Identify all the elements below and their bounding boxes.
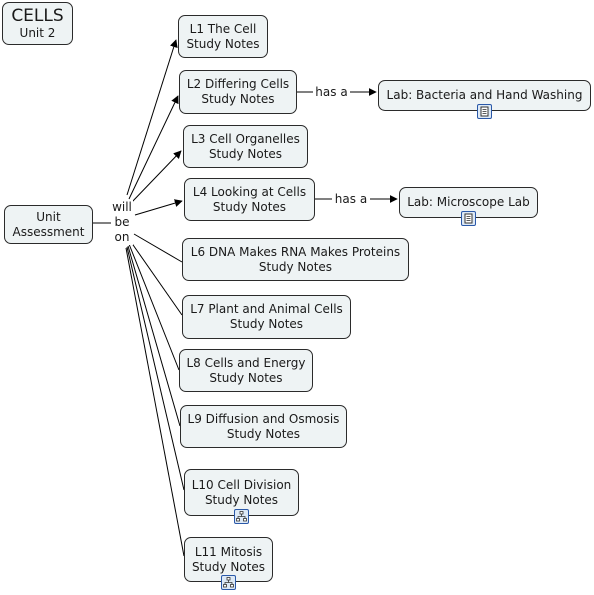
title-node[interactable]: CELLS Unit 2 <box>2 2 73 45</box>
concept-map-icon[interactable] <box>234 509 249 524</box>
lesson-node-l6[interactable]: L6 DNA Makes RNA Makes Proteins Study No… <box>182 238 409 281</box>
will-be-on-label: will be on <box>111 200 133 245</box>
unit-assessment-node[interactable]: Unit Assessment <box>4 205 93 244</box>
has-a-label-lab2: has a <box>332 192 370 207</box>
lesson-label: L3 Cell Organelles Study Notes <box>191 131 300 161</box>
edge-l4 <box>134 199 183 216</box>
lab-label: Lab: Microscope Lab <box>407 195 530 209</box>
lesson-node-l1[interactable]: L1 The Cell Study Notes <box>178 15 268 58</box>
lesson-label: L8 Cells and Energy Study Notes <box>186 355 306 385</box>
title-main: CELLS <box>11 6 64 26</box>
lesson-node-l9[interactable]: L9 Diffusion and Osmosis Study Notes <box>180 405 347 448</box>
lesson-node-l4[interactable]: L4 Looking at Cells Study Notes <box>184 178 315 221</box>
lesson-label: L10 Cell Division Study Notes <box>191 477 292 507</box>
lesson-node-l7[interactable]: L7 Plant and Animal Cells Study Notes <box>182 295 351 339</box>
edge-l8 <box>128 243 180 371</box>
lesson-node-l11[interactable]: L11 Mitosis Study Notes <box>184 537 273 582</box>
lesson-node-l10[interactable]: L10 Cell Division Study Notes <box>184 469 299 516</box>
edge-l10 <box>126 246 185 491</box>
lab-node-microscope[interactable]: Lab: Microscope Lab <box>399 187 538 218</box>
edge-l3 <box>130 150 182 204</box>
lesson-node-l3[interactable]: L3 Cell Organelles Study Notes <box>183 125 308 168</box>
lesson-label: L4 Looking at Cells Study Notes <box>192 184 307 214</box>
has-a-label-lab1: has a <box>313 85 350 100</box>
lesson-label: L11 Mitosis Study Notes <box>191 544 266 574</box>
title-sub: Unit 2 <box>19 26 56 40</box>
edge-l6 <box>133 233 183 263</box>
unit-assessment-label: Unit Assessment <box>12 209 85 239</box>
concept-map-icon[interactable] <box>221 575 236 590</box>
lesson-node-l2[interactable]: L2 Differing Cells Study Notes <box>179 70 297 114</box>
edge-l2 <box>128 95 179 200</box>
edge-l7 <box>130 241 183 316</box>
edge-l1 <box>126 39 178 196</box>
lab-node-bacteria[interactable]: Lab: Bacteria and Hand Washing <box>378 80 591 111</box>
lesson-label: L1 The Cell Study Notes <box>186 21 260 51</box>
lesson-label: L9 Diffusion and Osmosis Study Notes <box>187 411 340 441</box>
edge-l11 <box>125 247 185 557</box>
lesson-label: L6 DNA Makes RNA Makes Proteins Study No… <box>190 244 401 274</box>
lab-label: Lab: Bacteria and Hand Washing <box>386 88 583 102</box>
lesson-label: L7 Plant and Animal Cells Study Notes <box>190 302 343 331</box>
lesson-node-l8[interactable]: L8 Cells and Energy Study Notes <box>179 349 313 392</box>
document-icon[interactable] <box>461 211 476 226</box>
document-icon[interactable] <box>477 104 492 119</box>
lesson-label: L2 Differing Cells Study Notes <box>186 77 290 106</box>
edge-l9 <box>127 245 181 427</box>
